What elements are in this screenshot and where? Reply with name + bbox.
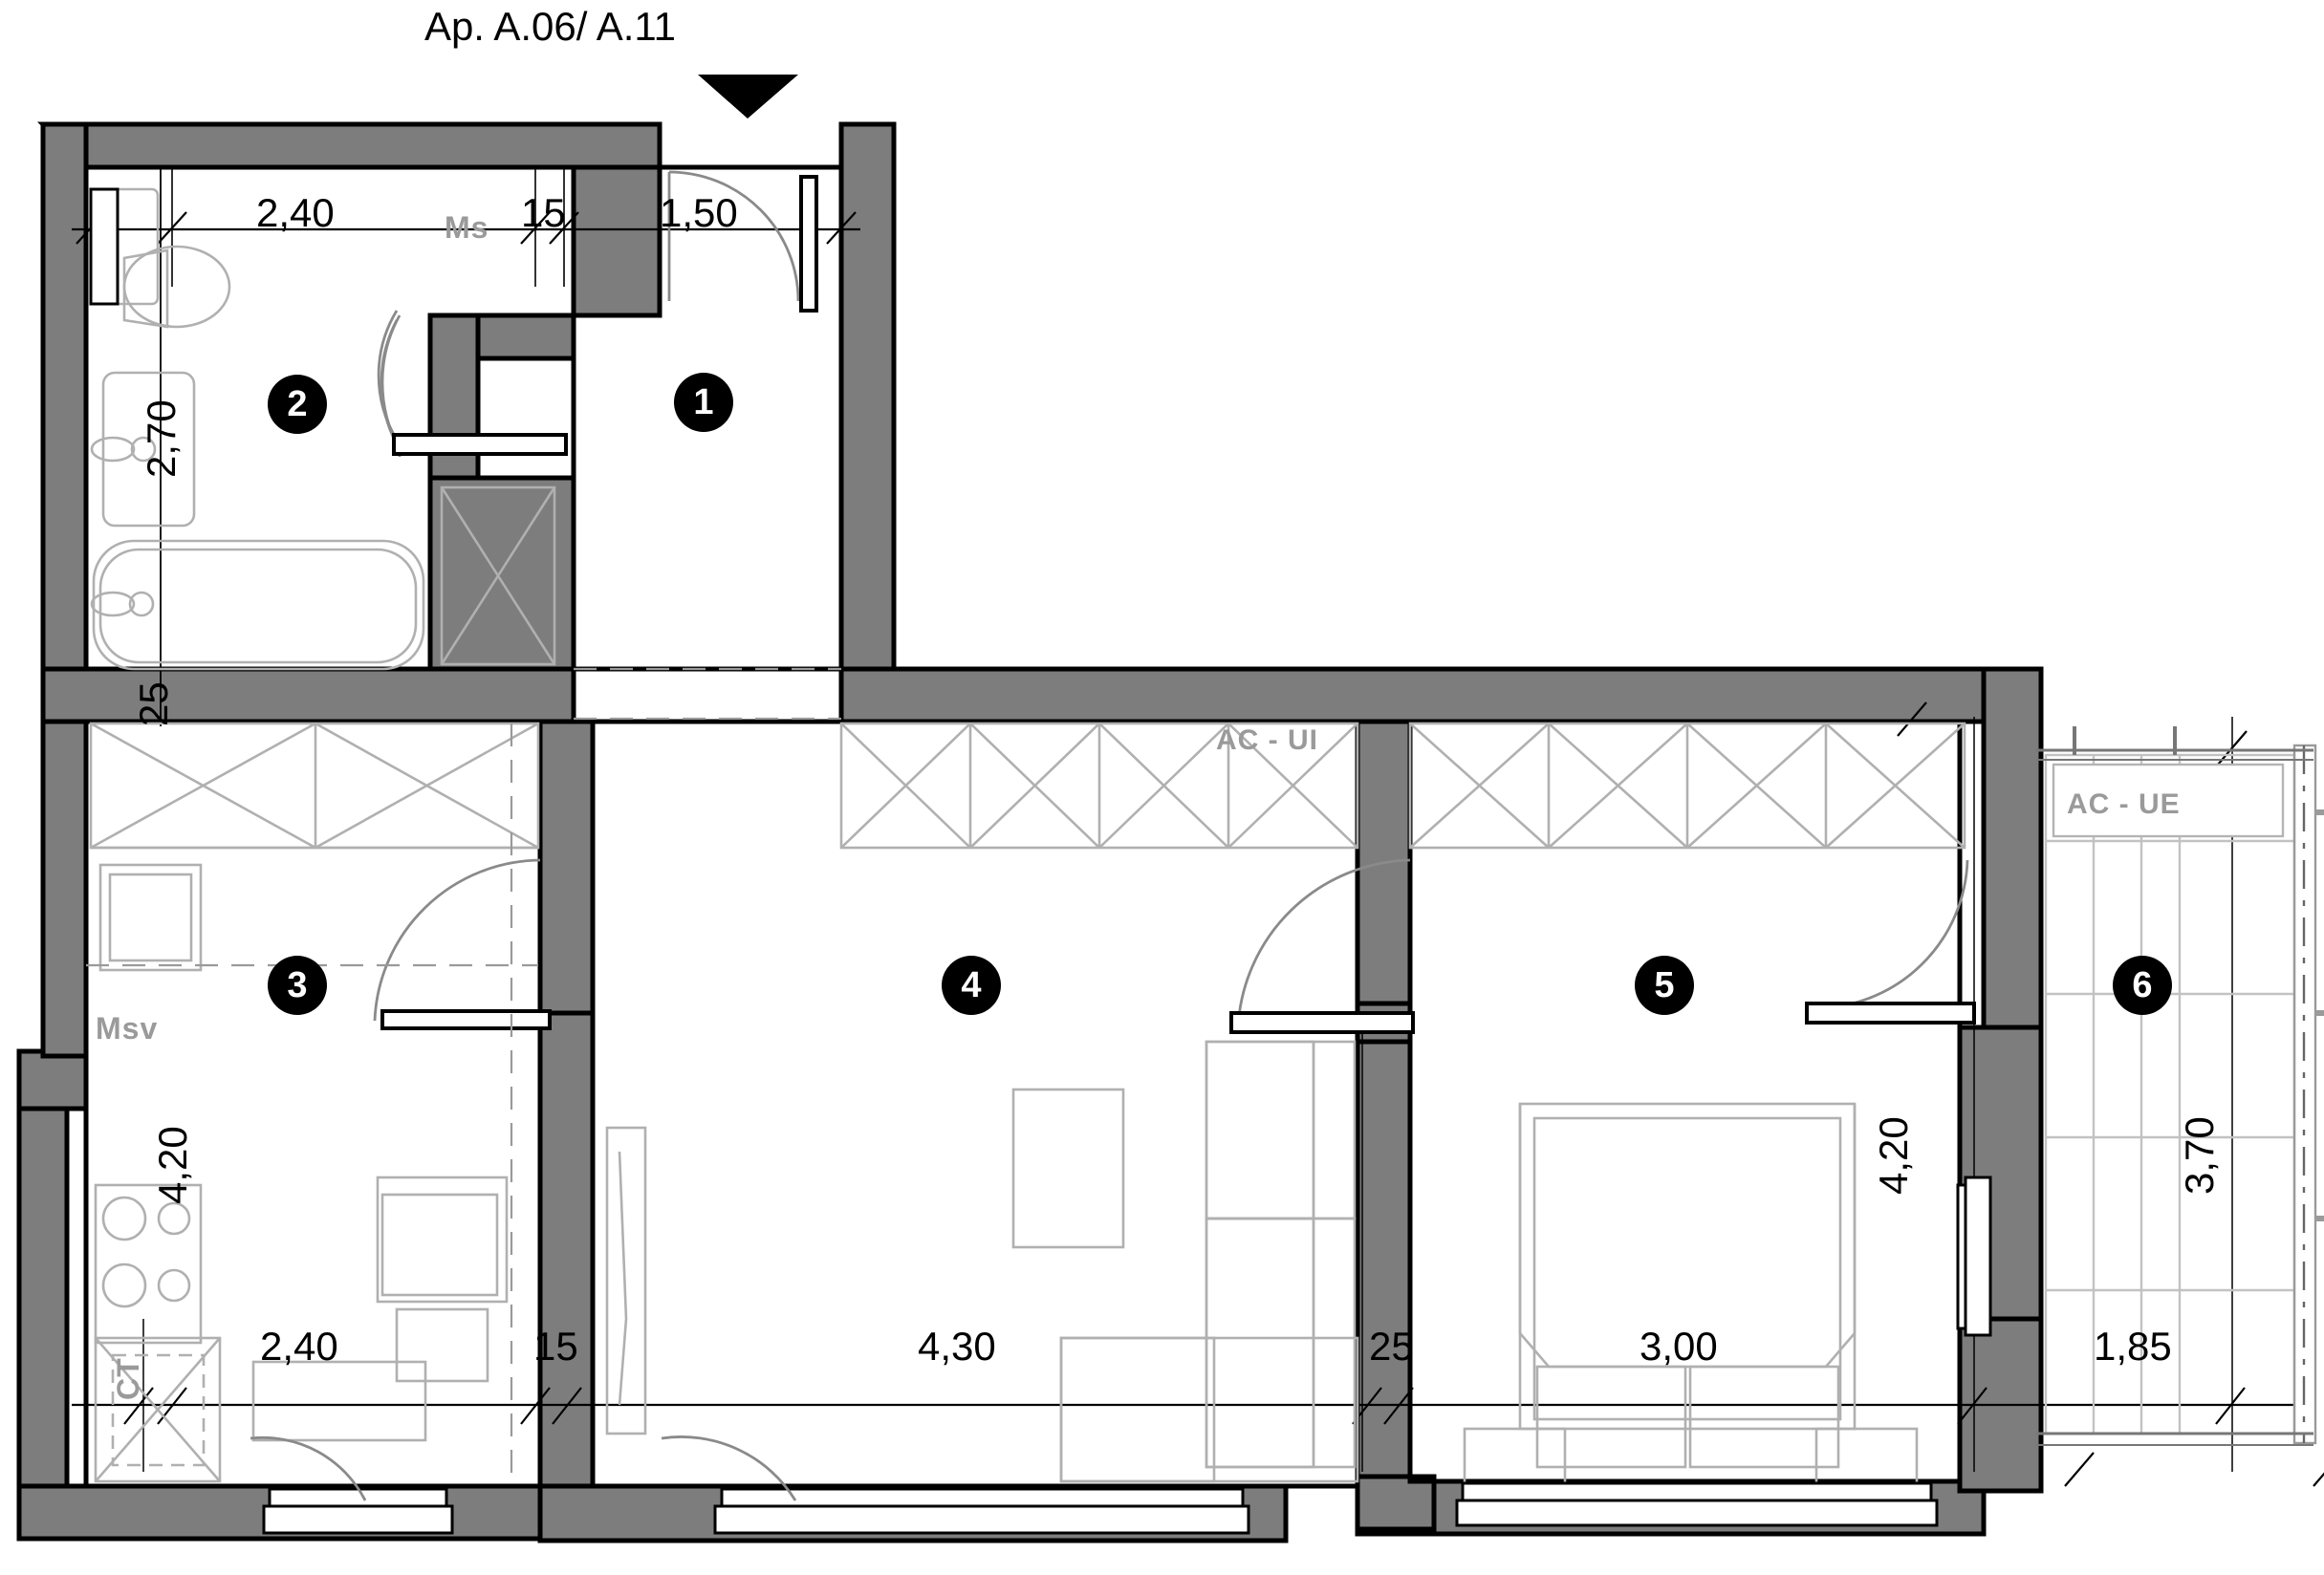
dimension-lines [72, 167, 2324, 1487]
dimension-right-3-70: 3,70 [2177, 1116, 2222, 1195]
dimension-bottom-1-85: 1,85 [2094, 1324, 2172, 1369]
dimension-left-2-70: 2,70 [139, 399, 184, 478]
balcony-group [2036, 726, 2324, 1446]
door-leaf-group [380, 175, 1976, 1034]
room-badge-4-label: 4 [961, 965, 982, 1005]
dimension-top-1-50: 1,50 [660, 190, 738, 235]
room-badge-6-label: 6 [2132, 965, 2153, 1005]
room-badge-3-label: 3 [287, 965, 308, 1005]
room-badge-2-label: 2 [287, 384, 308, 424]
room-badge-1[interactable]: 1 [674, 373, 733, 432]
equipment-label-ct: CT [111, 1357, 145, 1400]
down-triangle-marker [698, 75, 798, 119]
room-badge-5[interactable]: 5 [1635, 956, 1694, 1015]
plan-title-container: Ap. A.06/ A.11 [0, 4, 2324, 50]
fixtures-group [89, 187, 1966, 1499]
equipment-label-msv: Msv [96, 1011, 159, 1046]
dimension-top-15: 15 [521, 190, 566, 235]
dimension-bottom-25: 25 [1369, 1324, 1414, 1369]
dimension-bottom-2-40: 2,40 [260, 1324, 338, 1369]
room-badge-4[interactable]: 4 [942, 956, 1001, 1015]
window-group [89, 187, 1992, 1535]
interior-outline-group [83, 164, 1963, 1489]
dimension-bottom-15: 15 [533, 1324, 578, 1369]
dimension-bottom-3-00: 3,00 [1640, 1324, 1718, 1369]
dimension-bottom-4-30: 4,30 [918, 1324, 996, 1369]
room-badge-1-label: 1 [693, 382, 714, 422]
dimension-left-25: 25 [131, 681, 176, 726]
room-badge-2[interactable]: 2 [268, 375, 327, 434]
room-badge-3[interactable]: 3 [268, 956, 327, 1015]
plan-title: Ap. A.06/ A.11 [424, 4, 677, 49]
room-badge-5-label: 5 [1654, 965, 1675, 1005]
equipment-label-ac-ui: AC - UI [1216, 724, 1318, 756]
equipment-label-ms: Ms [445, 210, 489, 245]
dimension-top-2-40: 2,40 [256, 190, 335, 235]
door-group [250, 170, 1969, 1501]
equipment-label-ac-ue: AC - UE [2067, 788, 2181, 820]
dimension-right-4-20: 4,20 [1871, 1116, 1916, 1195]
room-badge-6[interactable]: 6 [2113, 956, 2172, 1015]
dimension-left-4-20: 4,20 [150, 1126, 195, 1204]
